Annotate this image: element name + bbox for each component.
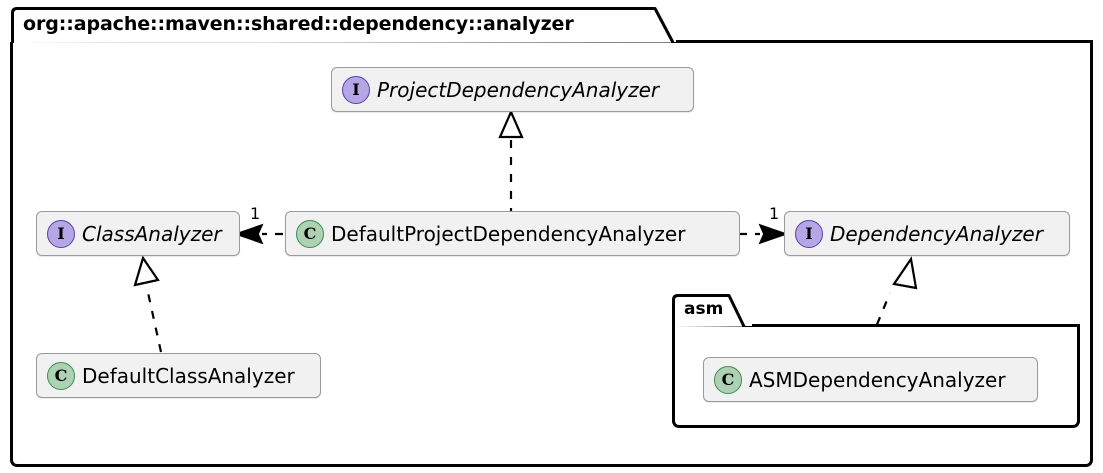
hollow-triangle-arrowhead xyxy=(498,109,524,139)
edge-association-class-analyzer xyxy=(233,223,283,245)
node-label: ProjectDependencyAnalyzer xyxy=(377,77,660,102)
node-label: ASMDependencyAnalyzer xyxy=(749,367,1006,392)
node-project-dependency-analyzer[interactable]: I ProjectDependencyAnalyzer xyxy=(331,67,694,112)
node-label: ClassAnalyzer xyxy=(82,221,222,246)
solid-arrowhead xyxy=(758,223,789,245)
package-asm-tab: asm xyxy=(672,294,752,328)
node-label: DefaultProjectDependencyAnalyzer xyxy=(331,221,686,246)
edge-label-class-analyzer-multiplicity: 1 xyxy=(250,204,261,223)
node-label: DependencyAnalyzer xyxy=(830,221,1043,246)
edge-realization-project-dependency-analyzer xyxy=(498,109,524,216)
solid-arrowhead xyxy=(233,223,264,245)
edge-association-dependency-analyzer xyxy=(739,223,789,245)
node-label: DefaultClassAnalyzer xyxy=(82,363,295,388)
package-outer-tab: org::apache::maven::shared::dependency::… xyxy=(10,6,676,44)
interface-icon: I xyxy=(342,75,370,104)
node-default-project-dependency-analyzer[interactable]: C DefaultProjectDependencyAnalyzer xyxy=(285,211,740,256)
hollow-triangle-arrowhead xyxy=(892,256,918,290)
node-default-class-analyzer[interactable]: C DefaultClassAnalyzer xyxy=(36,353,321,398)
class-icon: C xyxy=(47,361,75,390)
node-class-analyzer[interactable]: I ClassAnalyzer xyxy=(36,211,240,256)
node-asm-dependency-analyzer[interactable]: C ASMDependencyAnalyzer xyxy=(703,357,1038,402)
package-asm-label: asm xyxy=(684,299,724,319)
edge-line xyxy=(145,287,163,353)
package-outer-tab-shape xyxy=(11,7,675,44)
class-icon: C xyxy=(296,219,324,248)
interface-icon: I xyxy=(795,219,823,248)
edge-realization-class-analyzer xyxy=(133,255,163,353)
hollow-triangle-arrowhead xyxy=(133,255,160,287)
class-icon: C xyxy=(714,365,742,394)
edge-label-dependency-analyzer-multiplicity: 1 xyxy=(769,204,780,223)
interface-icon: I xyxy=(47,219,75,248)
package-outer-label: org::apache::maven::shared::dependency::… xyxy=(23,13,574,35)
package-asm-tab-shape xyxy=(672,294,746,328)
node-dependency-analyzer[interactable]: I DependencyAnalyzer xyxy=(784,211,1070,256)
